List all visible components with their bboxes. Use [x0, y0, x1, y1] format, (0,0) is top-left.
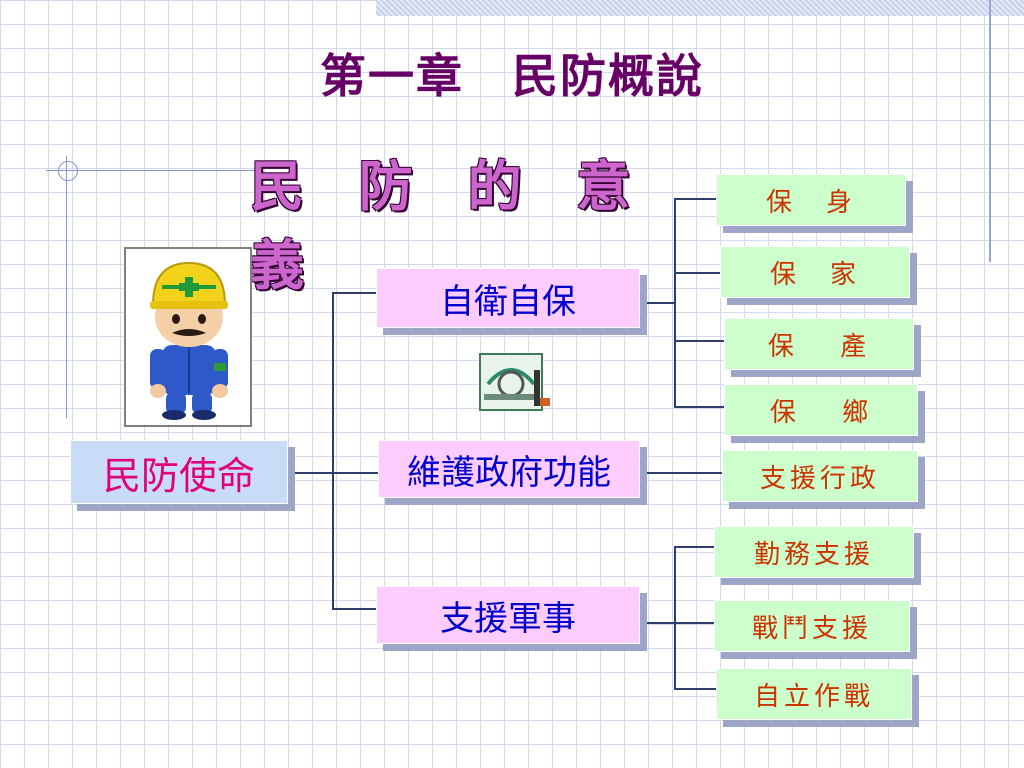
figure-frame: [124, 247, 252, 427]
leaf-node: 保 產: [724, 318, 914, 370]
civil-defense-emblem-icon: [476, 350, 552, 414]
connector-branch-2-out: [640, 472, 724, 474]
leaf-node-label: 支援行政: [759, 463, 880, 494]
connector-branch-2: [332, 472, 378, 474]
leaf-node: 勤務支援: [714, 526, 914, 578]
connector-leaf-5: [674, 546, 716, 548]
connector-trunk: [332, 292, 334, 610]
branch-node-label: 自衛自保: [440, 281, 576, 322]
decorative-circle: [58, 161, 78, 181]
leaf-node-label: 保 產: [767, 331, 871, 362]
leaf-node: 保 身: [716, 174, 906, 226]
connector-branch-1-out: [640, 302, 676, 304]
decorative-horizontal-line: [46, 170, 256, 171]
connector-leaf-6: [674, 622, 716, 624]
leaf-node: 保 鄉: [724, 384, 918, 436]
connector-leaf-2: [674, 272, 722, 274]
root-node: 民防使命: [70, 440, 288, 504]
leaf-node: 保 家: [720, 246, 910, 298]
civil-defense-worker-icon: [150, 261, 228, 420]
connector-leaf-1: [674, 198, 718, 200]
branch-node-label: 支援軍事: [440, 598, 576, 639]
decorative-vertical-line-left: [66, 156, 67, 418]
connector-branch-1-trunk: [674, 198, 676, 408]
connector-leaf-4: [674, 406, 726, 408]
branch-node-government: 維護政府功能: [378, 440, 640, 498]
leaf-node: 自立作戰: [716, 668, 912, 720]
leaf-node-label: 保 家: [769, 259, 860, 290]
leaf-node: 戰鬥支援: [714, 600, 910, 652]
branch-node-military: 支援軍事: [376, 586, 640, 644]
connector-branch-3-trunk: [674, 546, 676, 690]
leaf-node-label: 保 鄉: [769, 397, 873, 428]
connector-branch-3: [332, 608, 378, 610]
slide-subtitle: 民 防 的 意 義: [250, 155, 649, 297]
decorative-vertical-line-right: [989, 0, 991, 262]
branch-node-label: 維護政府功能: [407, 452, 611, 493]
decorative-top-bar: [376, 0, 1024, 16]
slide-title: 第一章 民防概說: [320, 49, 704, 103]
branch-node-self-defense: 自衛自保: [376, 268, 640, 328]
connector-branch-3-out: [640, 622, 676, 624]
leaf-node-label: 勤務支援: [753, 539, 874, 570]
root-node-label: 民防使命: [102, 453, 255, 498]
connector-leaf-7: [674, 688, 716, 690]
connector-leaf-3: [674, 340, 726, 342]
connector-root: [290, 472, 334, 474]
connector-branch-1: [332, 292, 378, 294]
leaf-node-label: 自立作戰: [753, 681, 874, 712]
leaf-node-label: 保 身: [765, 187, 856, 218]
leaf-node: 支援行政: [722, 450, 918, 502]
leaf-node-label: 戰鬥支援: [751, 613, 872, 644]
